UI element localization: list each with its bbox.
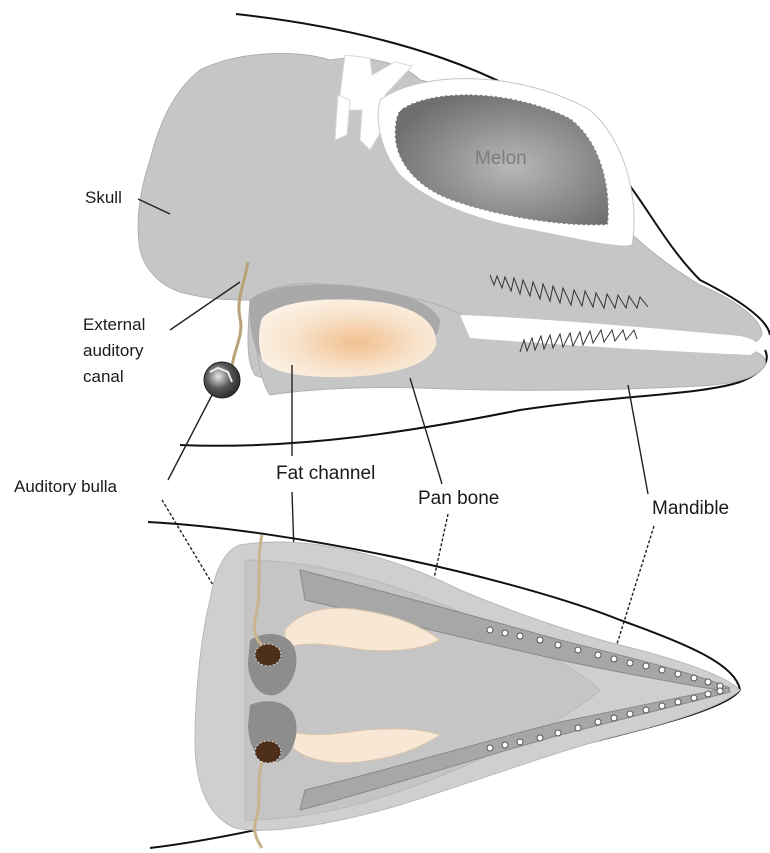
ventral-view [148, 522, 740, 848]
ventral-bulla-upper [255, 644, 281, 666]
mandible-leader-top [628, 385, 648, 494]
external-auditory-canal-label-2: auditory [83, 341, 144, 360]
ventral-skull-inner [245, 560, 600, 820]
bulla-leader-top [168, 395, 212, 480]
auditory-bulla-label: Auditory bulla [14, 477, 118, 496]
pan-bone-leader-top [410, 378, 442, 484]
melon-label: Melon [475, 148, 527, 169]
external-auditory-canal-label-1: External [83, 315, 145, 334]
skull-label: Skull [85, 188, 122, 207]
mandible-label: Mandible [652, 498, 729, 519]
external-auditory-canal-label-3: canal [83, 367, 124, 386]
mandible-leader-bottom [612, 526, 654, 660]
fat-channel [259, 299, 436, 377]
ventral-bulla-lower [255, 741, 281, 763]
side-view: Melon Skull External auditory canal [83, 14, 770, 446]
fat-channel-label: Fat channel [276, 463, 375, 484]
auditory-bulla [204, 362, 240, 398]
pan-bone-label: Pan bone [418, 488, 499, 509]
